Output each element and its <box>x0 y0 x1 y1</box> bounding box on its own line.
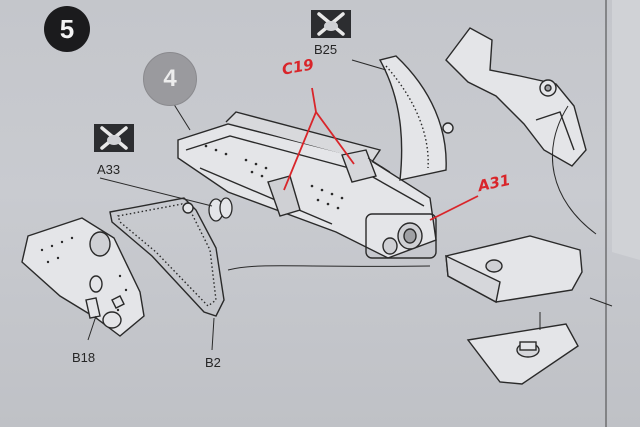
previous-step-badge: 4 <box>143 52 197 106</box>
main-assembly <box>177 111 437 259</box>
part-b18-drawing <box>21 217 145 337</box>
right-lower-parts-drawing <box>445 235 583 385</box>
part-label-b2: B2 <box>205 355 221 370</box>
part-label-b25: B25 <box>314 42 338 57</box>
part-b25-drawing <box>378 55 454 181</box>
part-label-b18: B18 <box>72 350 96 365</box>
x-cross-icon <box>94 124 134 152</box>
part-b2-drawing <box>109 197 225 317</box>
part-a33-drawing <box>208 197 233 222</box>
adjacent-panel <box>612 0 640 260</box>
right-bracket-drawing <box>445 27 587 167</box>
x-cross-icon <box>311 10 351 38</box>
step-number-badge: 5 <box>44 6 90 52</box>
red-annotation-lines <box>283 87 479 221</box>
part-label-a33: A33 <box>97 162 121 177</box>
